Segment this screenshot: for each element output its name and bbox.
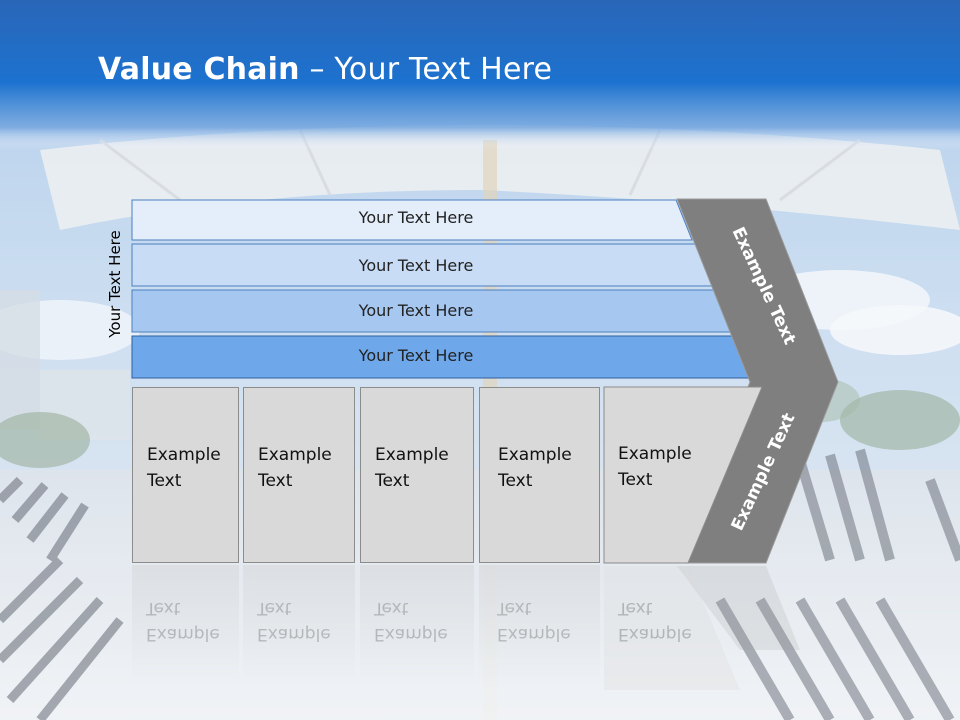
box-2-reflection: Example Text [243,565,355,685]
box-5-line1: Example [618,444,692,464]
box-1-line2: Text [147,471,182,491]
box-5-line2: Text [618,470,653,490]
title-bold: Value Chain [98,52,300,87]
box-3-text: Example Text [375,442,470,494]
box-4-reflection-text: Example Text [497,598,571,644]
box-2: Example Text [243,387,355,563]
box-2-line1: Example [258,445,332,465]
box-4: Example Text [479,387,600,563]
box-5-reflection-label: Example Text [604,565,714,685]
box-5-reflection-text: Example Text [618,598,692,644]
box-5-reflection [604,566,740,690]
box-5: Example Text [604,387,724,563]
box-3-reflection-text: Example Text [374,598,448,644]
box-4-line2: Text [498,471,533,491]
bar-1-label: Your Text Here [358,208,474,227]
box-5-text: Example Text [618,441,713,493]
bar-2-label: Your Text Here [358,256,474,275]
box-4-reflection: Example Text [479,565,600,685]
box-1: Example Text [132,387,239,563]
box-2-reflection-text: Example Text [257,598,331,644]
bar-1 [131,199,693,241]
bar-3-label: Your Text Here [358,301,474,320]
box-1-line1: Example [147,445,221,465]
box-5-shape [603,386,763,564]
box-1-text: Example Text [147,442,242,494]
box-4-text: Example Text [498,442,593,494]
box-2-line2: Text [258,471,293,491]
box-1-reflection: Example Text [132,565,239,685]
box-2-text: Example Text [258,442,353,494]
chevron-reflection [677,566,800,650]
box-4-line1: Example [498,445,572,465]
box-3: Example Text [360,387,474,563]
bar-4-label: Your Text Here [358,346,474,365]
box-3-line2: Text [375,471,410,491]
box-3-line1: Example [375,445,449,465]
box-3-reflection: Example Text [360,565,474,685]
slide-title: Value Chain – Your Text Here [98,52,552,87]
title-rest: – Your Text Here [299,52,553,87]
box-1-reflection-text: Example Text [146,598,220,644]
